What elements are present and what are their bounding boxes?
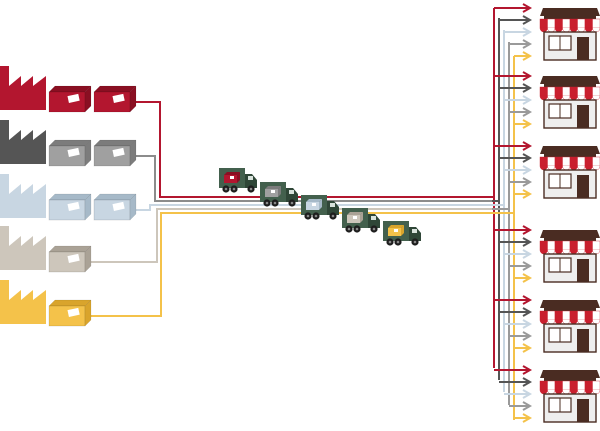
store-roof (540, 146, 600, 154)
factory-red-box-2 (94, 86, 136, 112)
flow-line-5 (91, 213, 492, 316)
factory-tan-box-1 (49, 246, 91, 272)
store-door (577, 105, 589, 128)
store-door (577, 399, 589, 422)
factory-body (0, 174, 46, 218)
store-door (577, 175, 589, 198)
store-roof (540, 76, 600, 84)
store-door (577, 37, 589, 60)
store-1 (540, 8, 600, 60)
store-door (577, 329, 589, 352)
factory-tan-icon (0, 226, 46, 270)
store-3 (540, 146, 600, 198)
factory-body (0, 226, 46, 270)
factory-yellow-icon (0, 280, 46, 324)
factory-dark-box-1 (49, 140, 91, 166)
store-door (577, 259, 589, 282)
truck-2 (260, 182, 298, 207)
store-roof (540, 230, 600, 238)
factory-blue-box-2 (94, 194, 136, 220)
flow-line-1 (136, 102, 492, 197)
truck-5 (383, 221, 421, 246)
flow-line-4 (91, 209, 492, 262)
store-4 (540, 230, 600, 282)
factory-body (0, 280, 46, 324)
store-roof (540, 8, 600, 16)
factory-blue-box-1 (49, 194, 91, 220)
factory-dark-icon (0, 120, 46, 164)
stores (540, 8, 600, 422)
truck-4 (342, 208, 380, 233)
truck-3 (301, 195, 339, 220)
truck-1 (219, 168, 257, 193)
factory-body (0, 120, 46, 164)
factory-body (0, 66, 46, 110)
store-roof (540, 300, 600, 308)
store-roof (540, 370, 600, 378)
trucks (219, 168, 421, 246)
factory-red-box-1 (49, 86, 91, 112)
factory-dark-box-2 (94, 140, 136, 166)
flow-line-2 (136, 156, 492, 201)
factories (0, 66, 136, 326)
factory-red-icon (0, 66, 46, 110)
store-5 (540, 300, 600, 352)
factory-blue-icon (0, 174, 46, 218)
store-2 (540, 76, 600, 128)
store-6 (540, 370, 600, 422)
factory-yellow-box-1 (49, 300, 91, 326)
